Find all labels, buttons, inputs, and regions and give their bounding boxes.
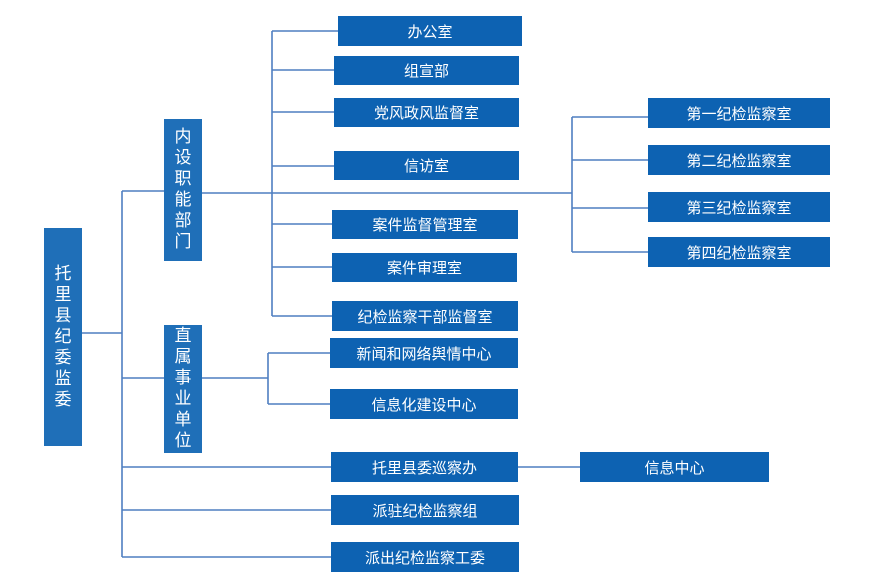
direct-unit-label: 信息化建设中心	[371, 395, 477, 414]
inspection-room-label: 第二纪检监察室	[686, 151, 792, 170]
direct-unit-label: 新闻和网络舆情中心	[356, 344, 492, 363]
internal-unit-label: 组宣部	[403, 62, 449, 80]
internal-dept-group-label: 内设职能部门	[175, 127, 192, 253]
vertical-char: 委	[54, 389, 72, 410]
vertical-char: 业	[174, 389, 192, 409]
internal-unit-box: 党风政风监督室	[334, 98, 519, 127]
internal-unit-box: 案件审理室	[332, 253, 517, 282]
inspection-room-box: 第四纪检监察室	[648, 237, 830, 267]
vertical-char: 位	[174, 431, 192, 451]
vertical-char: 委	[54, 347, 72, 368]
vertical-char: 门	[174, 232, 192, 252]
inspection-bracket-line	[272, 116, 648, 253]
internal-unit-box: 案件监督管理室	[332, 210, 518, 239]
inspection-room-box: 第三纪检监察室	[648, 192, 830, 222]
internal-unit-label: 办公室	[407, 22, 453, 41]
root-unit-box: 派驻纪检监察组	[331, 495, 519, 525]
internal-unit-label: 纪检监察干部监督室	[357, 307, 493, 326]
inspection-room-box: 第二纪检监察室	[648, 145, 830, 175]
vertical-char: 事	[174, 368, 192, 388]
inspection-room-box: 第一纪检监察室	[648, 98, 830, 128]
direct-unit-group-label: 直属事业单位	[175, 326, 192, 452]
vertical-char: 监	[54, 368, 72, 389]
root-box: 托里县纪委监委	[44, 228, 82, 446]
internal-unit-box: 纪检监察干部监督室	[332, 301, 518, 331]
vertical-char: 单	[174, 410, 192, 430]
vertical-char: 能	[174, 190, 192, 210]
vertical-char: 内	[174, 127, 192, 147]
internal-unit-box: 办公室	[338, 16, 522, 46]
root-unit-label: 派驻纪检监察组	[372, 501, 478, 520]
vertical-char: 属	[174, 347, 192, 367]
vertical-char: 职	[174, 169, 192, 189]
internal-unit-label: 党风政风监督室	[373, 104, 479, 122]
vertical-char: 直	[174, 326, 192, 346]
direct-unit-box: 信息化建设中心	[330, 389, 518, 419]
inspection-room-label: 第三纪检监察室	[686, 198, 792, 217]
root-unit-label: 托里县委巡察办	[371, 458, 477, 477]
internal-unit-label: 案件审理室	[386, 259, 462, 277]
root-unit-label: 派出纪检监察工委	[364, 548, 485, 567]
internal-bracket-line	[202, 30, 338, 317]
direct-bracket-line	[202, 352, 330, 405]
root-unit-box: 派出纪检监察工委	[331, 542, 519, 572]
inspection-room-label: 第一纪检监察室	[686, 104, 792, 123]
vertical-char: 设	[174, 148, 192, 168]
vertical-char: 纪	[54, 326, 72, 347]
internal-dept-group-box: 内设职能部门	[164, 119, 202, 261]
root-trunk-line	[82, 191, 123, 557]
info-center-box: 信息中心	[580, 452, 769, 482]
internal-unit-box: 信访室	[334, 151, 519, 180]
vertical-char: 里	[54, 284, 72, 305]
root-unit-box: 托里县委巡察办	[331, 452, 518, 482]
info-center-label: 信息中心	[644, 458, 705, 477]
internal-unit-box: 组宣部	[334, 56, 519, 85]
vertical-char: 部	[174, 211, 192, 231]
direct-unit-group-box: 直属事业单位	[164, 325, 202, 453]
vertical-char: 托	[54, 263, 72, 284]
direct-unit-box: 新闻和网络舆情中心	[330, 338, 518, 368]
inspection-room-label: 第四纪检监察室	[686, 243, 792, 262]
internal-unit-label: 信访室	[403, 157, 449, 175]
internal-unit-label: 案件监督管理室	[372, 216, 478, 234]
vertical-char: 县	[54, 305, 72, 326]
root-label: 托里县纪委监委	[55, 264, 72, 411]
